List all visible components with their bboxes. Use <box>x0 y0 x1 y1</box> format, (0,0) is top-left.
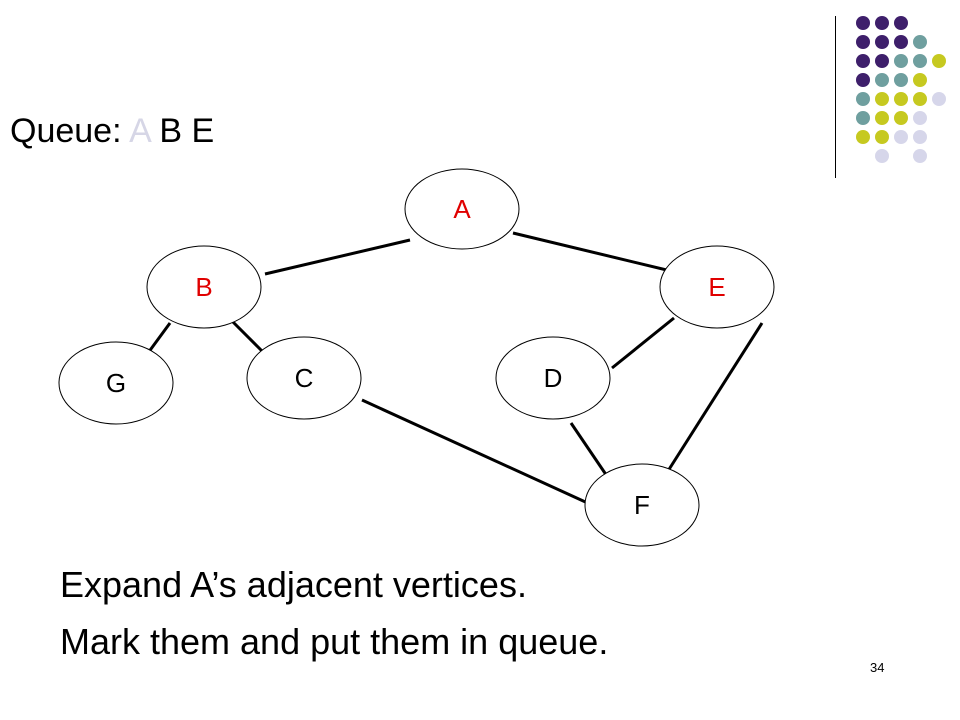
node-label: F <box>634 490 650 520</box>
decorative-dot <box>856 111 870 125</box>
decorative-dot <box>875 54 889 68</box>
queue-label: Queue: <box>10 112 122 150</box>
edge-e-f <box>659 322 764 483</box>
node-c: C <box>246 336 362 420</box>
decorative-dot <box>875 92 889 106</box>
decorative-dot <box>894 130 908 144</box>
edge-d-f <box>569 422 613 483</box>
decorative-dot <box>856 35 870 49</box>
node-g: G <box>58 341 174 425</box>
graph-diagram: A B E G C D F <box>58 168 775 547</box>
queue-items: B E <box>159 112 215 150</box>
decorative-dot <box>913 54 927 68</box>
node-label: G <box>106 368 126 398</box>
decorative-dot <box>894 54 908 68</box>
decorative-dot <box>894 35 908 49</box>
decorative-dot <box>894 111 908 125</box>
node-b: B <box>146 245 262 329</box>
edge-a-b <box>264 238 411 276</box>
decorative-dot <box>913 149 927 163</box>
decorative-dot <box>856 73 870 87</box>
decorative-dot <box>932 92 946 106</box>
node-e: E <box>659 245 775 329</box>
node-circle <box>495 336 611 420</box>
node-d: D <box>495 336 611 420</box>
decorative-dot <box>894 92 908 106</box>
decorative-dot <box>913 92 927 106</box>
decorative-dot <box>894 73 908 87</box>
node-label: E <box>708 272 725 302</box>
nodes-layer: A B E G C D F <box>58 168 775 547</box>
decorative-dot <box>856 16 870 30</box>
decorative-dot <box>913 111 927 125</box>
node-circle <box>584 463 700 547</box>
explanation-line-1: Expand A’s adjacent vertices. <box>60 564 527 605</box>
queue-dequeued-item: A <box>129 112 150 150</box>
decorative-dot <box>875 149 889 163</box>
decorative-dot <box>932 54 946 68</box>
edge-b-c <box>230 319 265 354</box>
node-circle <box>659 245 775 329</box>
decorative-dot-grid <box>0 0 960 200</box>
decorative-dot <box>856 54 870 68</box>
decorative-dot <box>875 35 889 49</box>
edge-b-g <box>146 322 172 354</box>
decorative-divider <box>835 16 836 178</box>
node-label: B <box>195 272 212 302</box>
edge-a-e <box>512 231 676 274</box>
node-label: C <box>295 363 314 393</box>
decorative-dot <box>875 130 889 144</box>
decorative-dot <box>856 92 870 106</box>
explanation-line-2: Mark them and put them in queue. <box>60 621 609 662</box>
edge-e-d <box>611 316 675 370</box>
edges-layer <box>146 231 764 507</box>
decorative-dot <box>913 73 927 87</box>
node-a: A <box>404 168 520 250</box>
edge-c-f <box>361 398 593 507</box>
decorative-dot <box>875 111 889 125</box>
node-circle <box>404 168 520 250</box>
queue-heading: Queue: A B E <box>10 112 214 151</box>
decorative-dot <box>875 16 889 30</box>
page-number: 34 <box>870 660 885 675</box>
node-label: A <box>453 194 471 224</box>
node-circle <box>146 245 262 329</box>
decorative-dot <box>856 130 870 144</box>
node-f: F <box>584 463 700 547</box>
decorative-dot <box>913 35 927 49</box>
decorative-dot <box>913 130 927 144</box>
node-label: D <box>544 363 563 393</box>
decorative-dot <box>894 16 908 30</box>
explanation-text: Expand A’s adjacent vertices. Mark them … <box>60 556 608 670</box>
node-circle <box>246 336 362 420</box>
node-circle <box>58 341 174 425</box>
decorative-dot <box>875 73 889 87</box>
